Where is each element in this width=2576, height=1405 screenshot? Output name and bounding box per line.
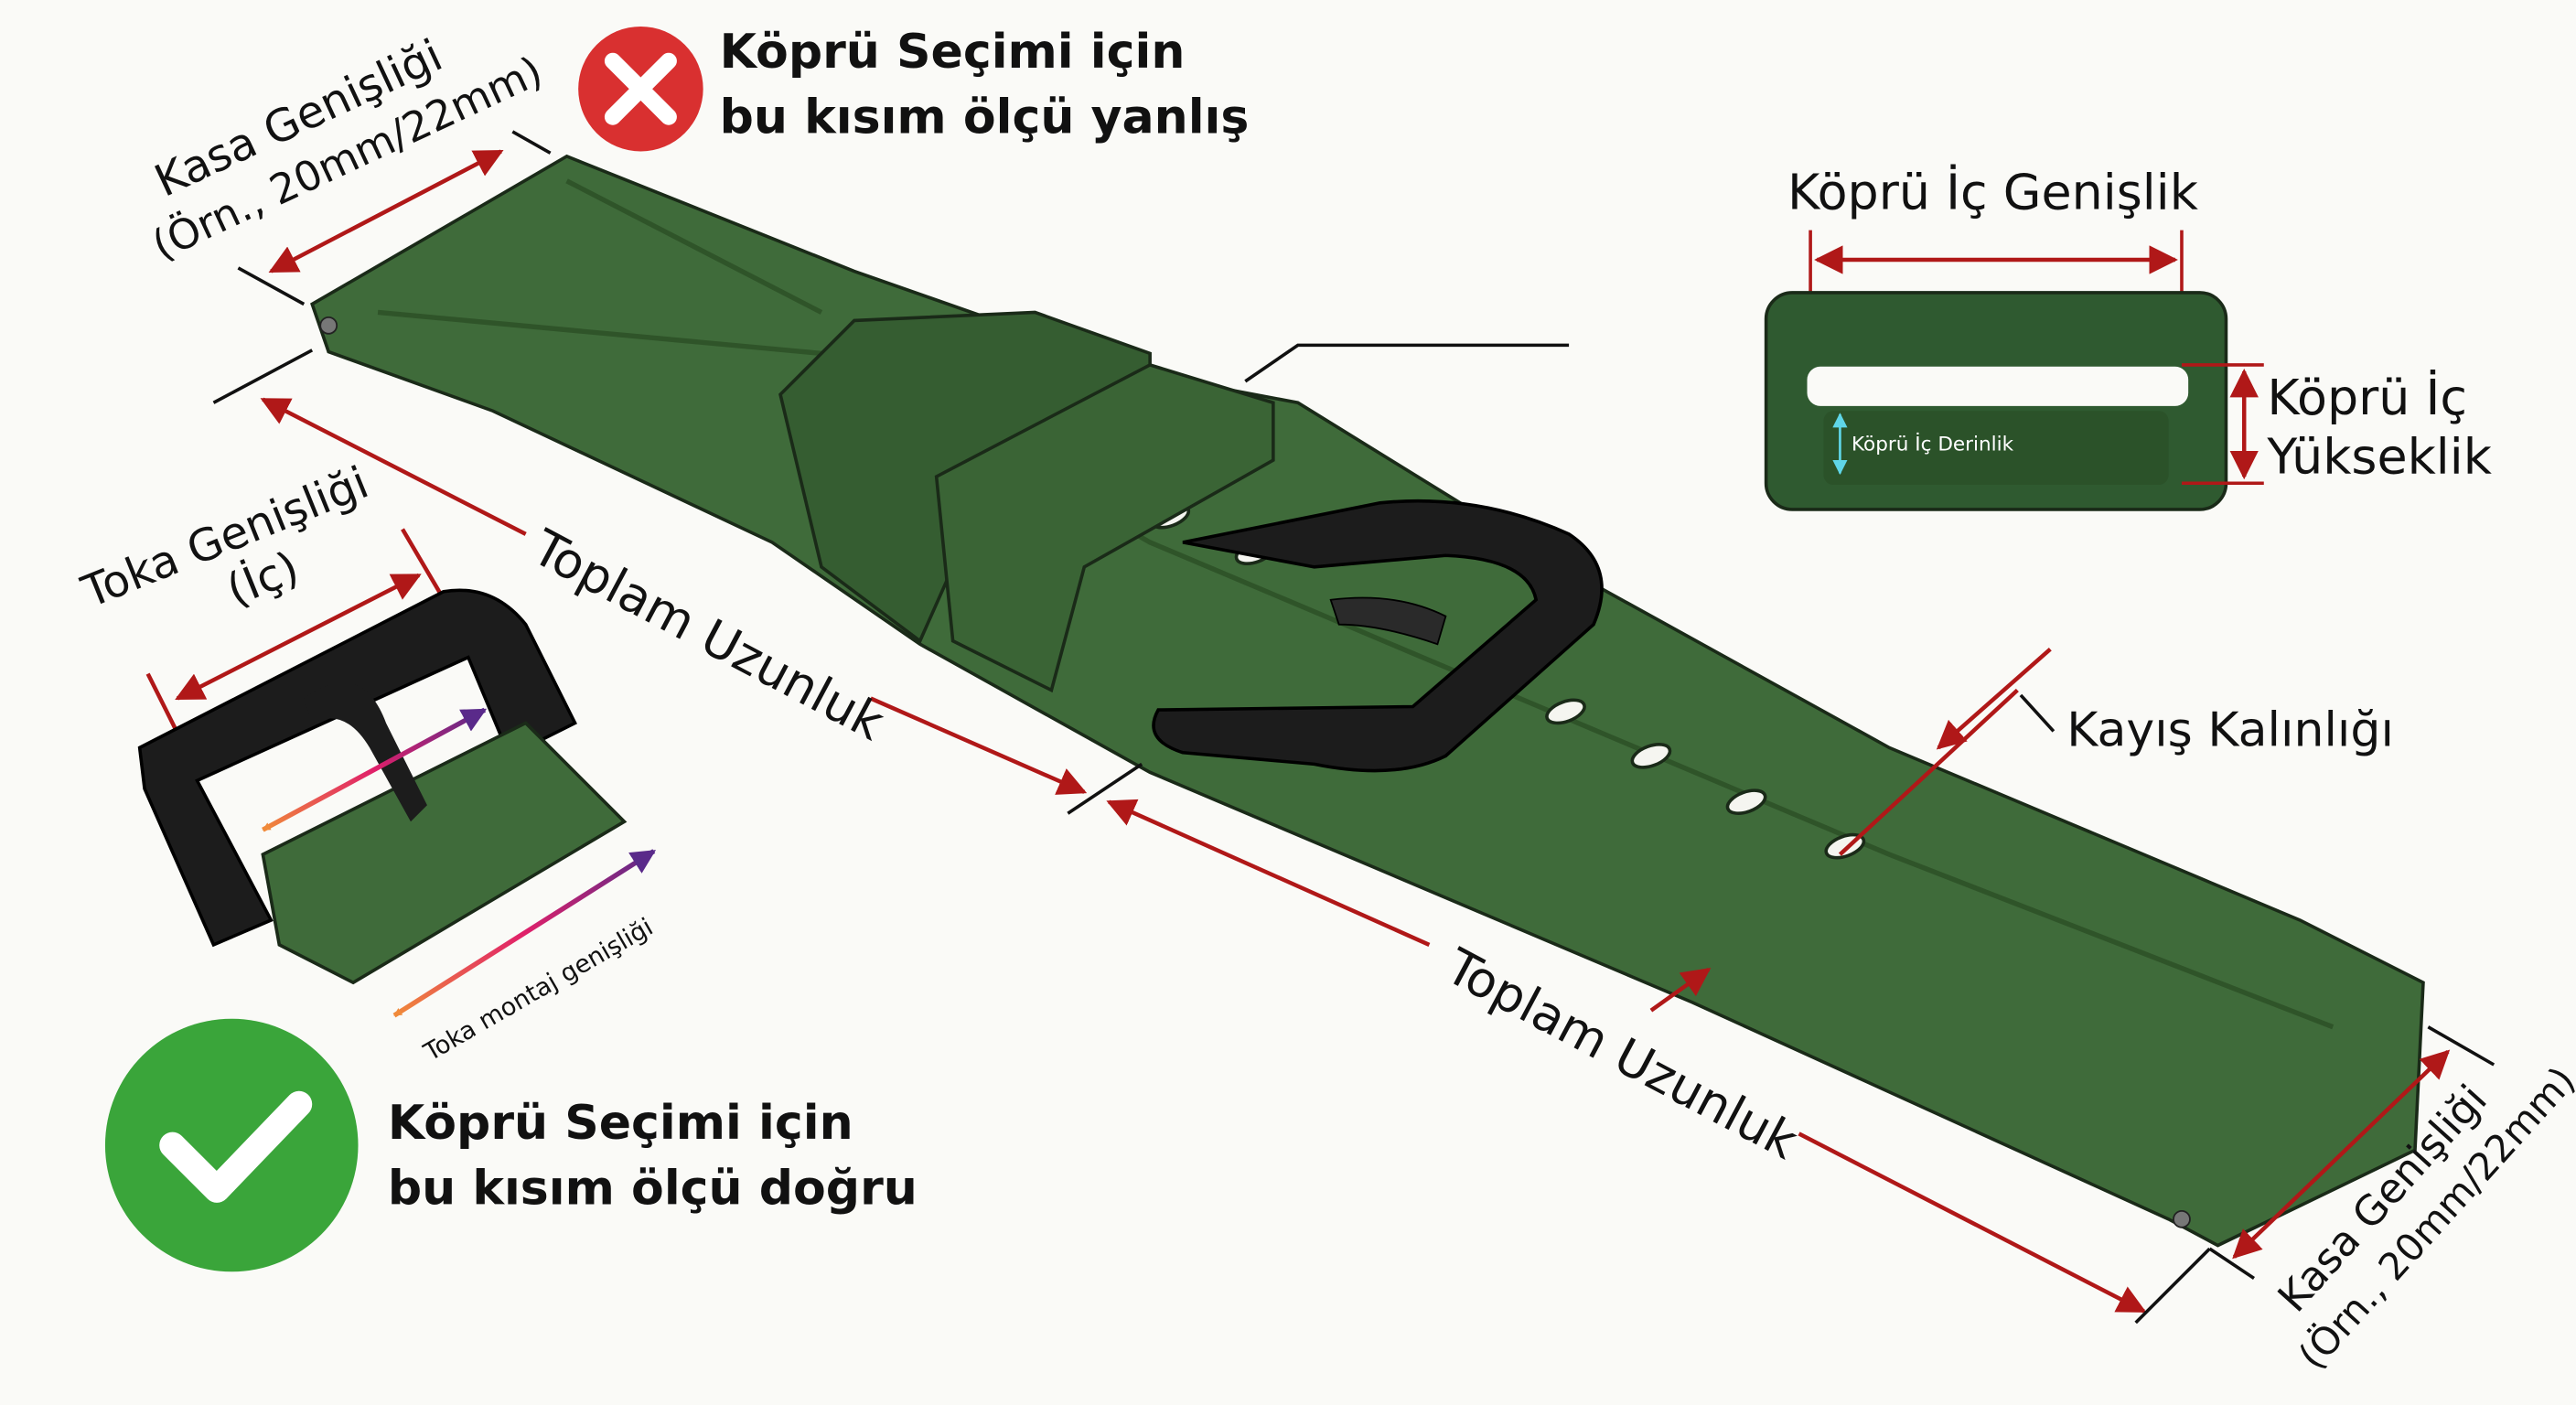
right-note-line1: Köprü Seçimi için	[388, 1096, 853, 1151]
keeper-detail: Köprü İç Genişlik Köprü İç Derinlik Köpr…	[1764, 163, 2493, 511]
keeper-inner-depth-label: Köprü İç Derinlik	[1852, 432, 2014, 456]
keeper-inner-height-label-2: Yükseklik	[2266, 427, 2492, 485]
wrong-measurement-note: Köprü Seçimi için bu kısım ölçü yanlış	[578, 25, 1249, 152]
wrong-note-line1: Köprü Seçimi için	[720, 25, 1186, 80]
right-note-line2: bu kısım ölçü doğru	[388, 1162, 918, 1217]
strap-thickness-label: Kayış Kalınlığı	[2066, 703, 2394, 758]
check-circle-icon	[104, 1018, 359, 1272]
buckle	[1152, 499, 1604, 773]
correct-measurement-note: Köprü Seçimi için bu kısım ölçü doğru	[104, 1018, 918, 1272]
strap-thickness-annotation: Kayış Kalınlığı	[1838, 647, 2394, 856]
wrong-note-line2: bu kısım ölçü yanlış	[720, 91, 1250, 145]
buckle-mount-label: Toka montaj genişliği	[419, 913, 659, 1067]
keeper-inner-height-label: Köprü İç	[2267, 369, 2467, 426]
keeper-inner-width-label: Köprü İç Genişlik	[1787, 163, 2199, 220]
buckle-width-label: Toka Genişliği	[74, 457, 375, 618]
x-circle-icon	[578, 26, 703, 152]
strap-keepers	[778, 310, 1275, 693]
keeper-pointer-line	[1244, 343, 1570, 383]
